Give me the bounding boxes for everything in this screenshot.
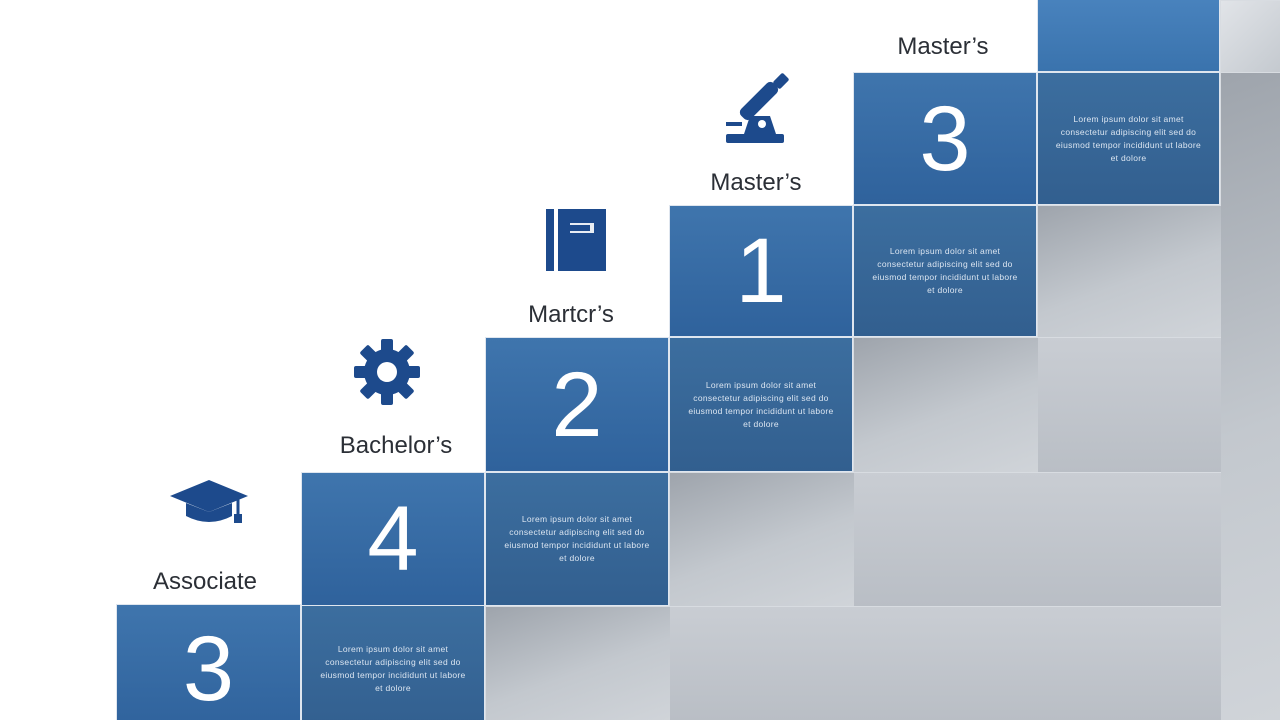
step-number-block: 4 bbox=[301, 472, 485, 606]
step-label: Bachelor’s bbox=[339, 432, 453, 459]
wall-tile bbox=[853, 472, 1038, 607]
wall-tile bbox=[1220, 72, 1280, 720]
step-description-block: Lorem ipsum dolor sit amet consectetur a… bbox=[853, 205, 1037, 337]
step-number: 3 bbox=[182, 618, 235, 720]
wall-tile bbox=[485, 606, 670, 720]
book-icon bbox=[546, 209, 606, 271]
microscope-icon bbox=[726, 73, 789, 143]
wall-tile bbox=[1037, 606, 1221, 720]
graduation-cap-icon bbox=[170, 480, 248, 523]
step-description-block: Lorem ipsum dolor sit amet consectetur a… bbox=[1037, 72, 1220, 205]
step-label: Martcr’s bbox=[528, 301, 614, 328]
wall-tile bbox=[1220, 0, 1280, 73]
step-description-block: Lorem ipsum dolor sit amet consectetur a… bbox=[485, 472, 669, 606]
step-label: Master’s bbox=[710, 169, 802, 196]
step-number: 1 bbox=[735, 220, 787, 322]
step-label: Associate bbox=[152, 568, 258, 595]
step-number-block: 3 bbox=[116, 604, 301, 720]
step-partial-block bbox=[1037, 0, 1220, 72]
wall-tile bbox=[853, 606, 1038, 720]
step-number-block: 3 bbox=[853, 72, 1037, 205]
wall-tile bbox=[1037, 205, 1221, 338]
step-description: Lorem ipsum dolor sit amet consectetur a… bbox=[320, 644, 466, 693]
wall-tile bbox=[669, 472, 854, 607]
step-description: Lorem ipsum dolor sit amet consectetur a… bbox=[1055, 113, 1202, 163]
step-description: Lorem ipsum dolor sit amet consectetur a… bbox=[872, 246, 1018, 295]
step-description: Lorem ipsum dolor sit amet consectetur a… bbox=[504, 514, 650, 563]
step-description-block: Lorem ipsum dolor sit amet consectetur a… bbox=[669, 337, 853, 472]
step-description: Lorem ipsum dolor sit amet consectetur a… bbox=[688, 379, 834, 429]
step-number-block: 2 bbox=[485, 337, 669, 472]
wall-tile bbox=[1037, 472, 1221, 607]
wall-tile bbox=[1037, 337, 1221, 473]
step-number: 3 bbox=[919, 87, 971, 190]
step-label: Master’s bbox=[897, 33, 989, 60]
step-description-block: Lorem ipsum dolor sit amet consectetur a… bbox=[301, 604, 485, 720]
gear-icon bbox=[354, 339, 420, 405]
wall-tile bbox=[669, 606, 854, 720]
step-number: 4 bbox=[367, 488, 419, 590]
step-number: 2 bbox=[551, 353, 603, 456]
wall-tile bbox=[853, 337, 1038, 473]
step-number-block: 1 bbox=[669, 205, 853, 337]
